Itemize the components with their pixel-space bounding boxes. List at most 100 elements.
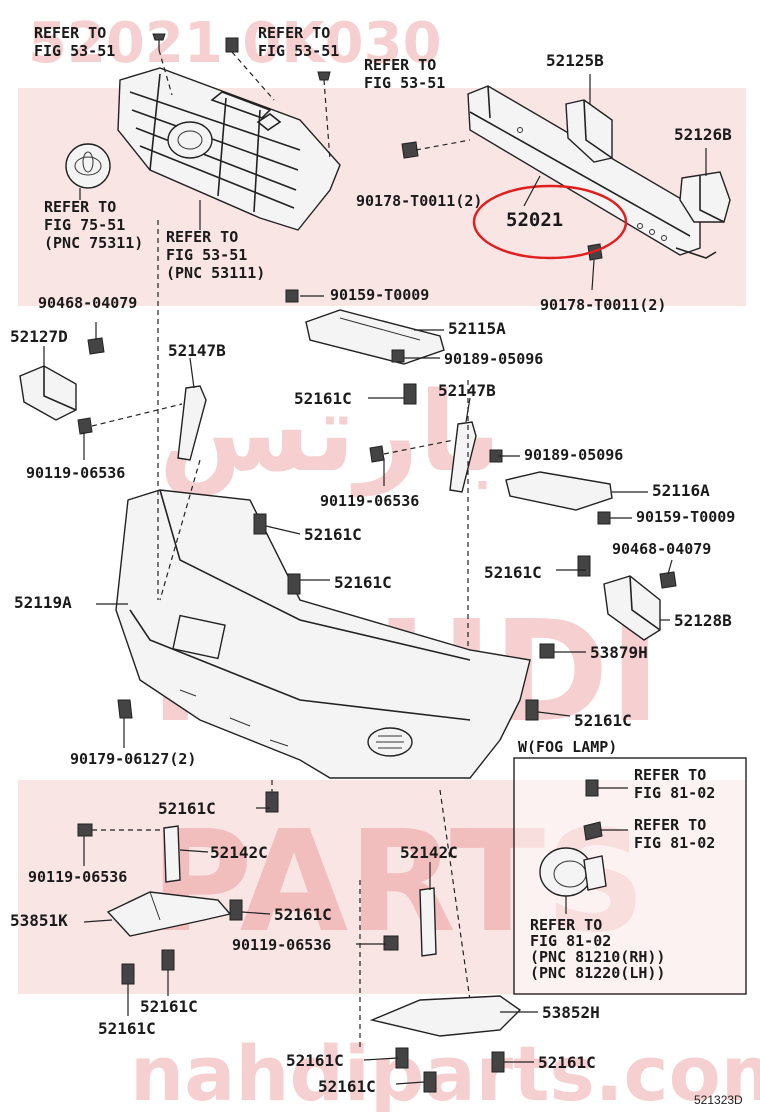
clip-52161C-f <box>265 791 279 813</box>
part-labels: REFER TO FIG 53-51 REFER TO FIG 53-51 RE… <box>10 24 743 1107</box>
ref-emblem-line2: FIG 75-51 <box>44 216 125 234</box>
ref-fog-3-line1: REFER TO <box>530 916 602 934</box>
label-90468-left: 90468-04079 <box>38 294 137 312</box>
label-90178-lower: 90178-T0011(2) <box>540 296 666 314</box>
ref-fog-1-line1: REFER TO <box>634 766 706 784</box>
label-52161C-e: 52161C <box>574 711 632 730</box>
retainer-52147B-left <box>177 385 207 461</box>
fog-lamp-title: W(FOG LAMP) <box>518 738 617 756</box>
ref-grille-line3: (PNC 53111) <box>166 264 265 282</box>
highlight-circle-52021 <box>472 184 628 260</box>
label-52161C-d: 52161C <box>334 573 392 592</box>
clip-52161C-k <box>491 1051 505 1073</box>
clip-52161C-d <box>287 573 301 595</box>
label-90119-left: 90119-06536 <box>26 464 125 482</box>
bumper-cover-52119A <box>115 489 531 779</box>
bolt-90159-upper <box>285 289 299 303</box>
ref-label-1-line2: FIG 53-51 <box>34 42 115 60</box>
clip-52161C-g <box>229 899 243 921</box>
bolt-90159-lower <box>597 511 611 525</box>
ref-label-3-line2: FIG 53-51 <box>364 74 445 92</box>
label-52115A: 52115A <box>448 319 506 338</box>
label-90119-lower-right: 90119-06536 <box>232 936 331 954</box>
bolt-90119-left <box>77 403 183 435</box>
label-52127D: 52127D <box>10 327 68 346</box>
bolt-90119-lower-left <box>77 823 93 837</box>
bracket-52115A <box>305 309 445 365</box>
clip-52161C-c <box>253 513 267 535</box>
label-52161C-a: 52161C <box>294 389 352 408</box>
ref-fog-2-line1: REFER TO <box>634 816 706 834</box>
label-53852H: 53852H <box>542 1003 600 1022</box>
bumper-reinforcement <box>467 85 717 259</box>
ref-emblem-line1: REFER TO <box>44 198 116 216</box>
ref-fog-2-line2: FIG 81-02 <box>634 834 715 852</box>
toyota-emblem <box>65 143 111 189</box>
nut-90179 <box>117 699 133 719</box>
clip-52161C-i <box>121 963 135 985</box>
bolt-90119-lower-right <box>383 935 399 951</box>
label-52161C-k: 52161C <box>538 1053 596 1072</box>
label-90119-lower-left: 90119-06536 <box>28 868 127 886</box>
leader-lines <box>43 74 707 1085</box>
clip-52161C-j <box>395 1047 409 1069</box>
label-90189-lower: 90189-05096 <box>524 446 623 464</box>
ref-label-2-line2: FIG 53-51 <box>258 42 339 60</box>
figure-code: 521323D <box>694 1093 743 1107</box>
bracket-52125B <box>565 99 613 163</box>
clip-90189-lower <box>489 449 503 463</box>
label-52161C-i: 52161C <box>98 1019 156 1038</box>
ref-emblem-line3: (PNC 75311) <box>44 234 143 252</box>
label-52116A: 52116A <box>652 481 710 500</box>
bracket-52128B <box>603 575 661 641</box>
ref-fog-3-line4: (PNC 81220(LH)) <box>530 964 665 982</box>
watermark-arabic-text: بارتس <box>159 368 502 497</box>
label-52161C-l: 52161C <box>318 1077 376 1096</box>
label-52161C-h: 52161C <box>140 997 198 1016</box>
clip-53879H <box>539 643 555 659</box>
clip-52161C-a <box>403 383 417 405</box>
label-52161C-j: 52161C <box>286 1051 344 1070</box>
label-90119-center: 90119-06536 <box>320 492 419 510</box>
fog-lamp-inset <box>513 757 747 995</box>
clip-90468-right <box>659 571 677 589</box>
label-52021: 52021 <box>506 209 563 231</box>
clip-90189-upper <box>391 349 405 363</box>
label-90159-upper: 90159-T0009 <box>330 286 429 304</box>
label-90179: 90179-06127(2) <box>70 750 196 768</box>
label-52147B-left: 52147B <box>168 341 226 360</box>
ref-grille-line1: REFER TO <box>166 228 238 246</box>
ref-label-1-line1: REFER TO <box>34 24 106 42</box>
label-52128B: 52128B <box>674 611 732 630</box>
ref-label-3-line1: REFER TO <box>364 56 436 74</box>
ref-grille-line2: FIG 53-51 <box>166 246 247 264</box>
label-90468-right: 90468-04079 <box>612 540 711 558</box>
label-53851K: 53851K <box>10 911 68 930</box>
bracket-52127D <box>19 365 77 421</box>
label-90159-lower: 90159-T0009 <box>636 508 735 526</box>
clip-52161C-h <box>161 949 175 971</box>
label-90178-upper: 90178-T0011(2) <box>356 192 482 210</box>
clip-52161C-l <box>423 1071 437 1093</box>
clip-90468-left <box>87 337 105 355</box>
undercover-53852H <box>369 995 522 1037</box>
bracket-52116A <box>505 471 613 511</box>
ref-fog-3-line2: FIG 81-02 <box>530 932 611 950</box>
retainer-52142C-right <box>419 887 437 957</box>
watermark-site-text: nahdiparts.com <box>130 1029 760 1112</box>
bolt-90119-center <box>369 445 385 463</box>
label-52142C-right: 52142C <box>400 843 458 862</box>
assembly-lines <box>157 220 471 1001</box>
ref-fog-3-line3: (PNC 81210(RH)) <box>530 948 665 966</box>
clip-52161C-e <box>525 699 539 721</box>
retainer-52142C-left <box>163 825 181 883</box>
label-52147B-right: 52147B <box>438 381 496 400</box>
label-52126B: 52126B <box>674 125 732 144</box>
ref-label-2-line1: REFER TO <box>258 24 330 42</box>
label-52161C-f: 52161C <box>158 799 216 818</box>
label-52125B: 52125B <box>546 51 604 70</box>
bracket-52126B <box>679 171 731 223</box>
label-90189-upper: 90189-05096 <box>444 350 543 368</box>
